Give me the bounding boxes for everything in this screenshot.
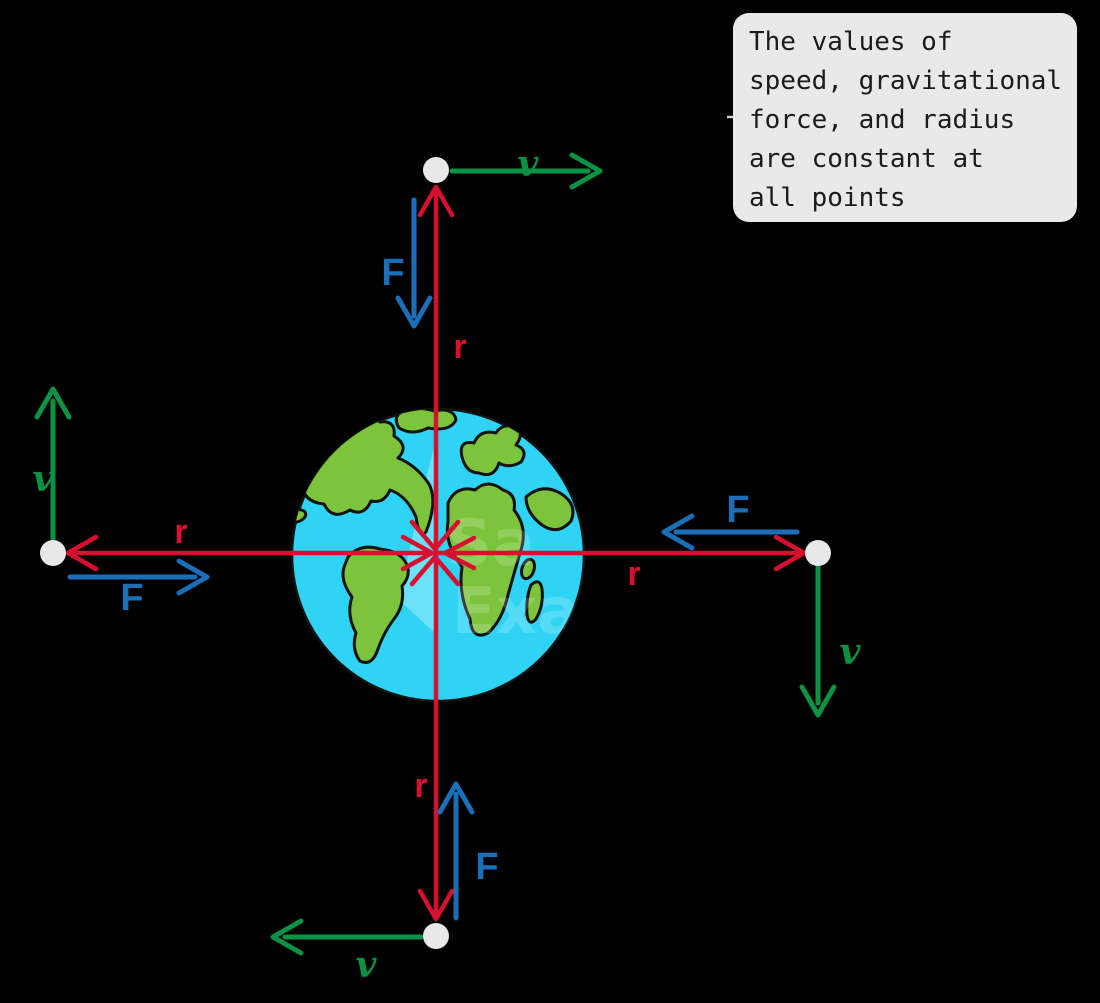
radius-arrowhead-left: [65, 534, 99, 572]
velocity-arrowhead-left: [34, 386, 72, 420]
radius-label-right: r: [627, 555, 640, 593]
velocity-label-top: v: [518, 143, 540, 185]
continent-africa: [445, 482, 525, 637]
watermark-text: Exa: [452, 575, 580, 649]
velocity-label-right: v: [840, 631, 862, 673]
force-label-right: F: [726, 489, 749, 531]
velocity-arrowhead-right: [799, 684, 837, 718]
note-text-line: are constant at: [749, 144, 984, 174]
satellite-bottom: [423, 923, 449, 949]
force-arrowhead-bottom: [437, 781, 475, 815]
note-text-line: speed, gravitational: [749, 66, 1063, 96]
earth: Sa Exa: [290, 407, 586, 703]
note-box: The values of speed, gravitational force…: [733, 13, 1077, 222]
force-label-bottom: F: [475, 846, 498, 888]
force-arrowhead-top: [395, 295, 433, 329]
satellite-left: [40, 540, 66, 566]
force-label-top: F: [381, 252, 404, 294]
satellite-top: [423, 157, 449, 183]
force-label-left: F: [120, 577, 143, 619]
radius-label-top: r: [453, 328, 466, 366]
continent-europe: [459, 424, 526, 477]
center-arrowhead-from-left: [400, 534, 435, 572]
velocity-label-left: v: [33, 458, 55, 500]
radius-labels: r r r r: [174, 328, 640, 805]
radius-vectors: [65, 184, 807, 922]
center-arrowhead-from-bottom: [409, 554, 461, 587]
note-text-line: all points: [749, 183, 906, 213]
note-text-line: The values of: [749, 27, 953, 57]
velocity-vectors: [34, 152, 837, 956]
island-horn: [520, 557, 536, 581]
satellite-right: [805, 540, 831, 566]
velocity-label-bottom: v: [356, 944, 378, 986]
center-arrowhead-from-top: [409, 519, 461, 552]
velocity-arrowhead-bottom: [270, 918, 304, 956]
velocity-arrowhead-top: [569, 152, 603, 190]
radius-label-bottom: r: [414, 767, 427, 805]
island-madagascar: [525, 580, 544, 624]
continent-greenland: [394, 409, 458, 434]
note-text-line: force, and radius: [749, 105, 1016, 135]
force-arrowhead-right: [661, 513, 695, 551]
center-arrowhead-from-right: [442, 535, 477, 571]
satellites: [40, 157, 831, 949]
radius-arrowhead-bottom: [417, 888, 455, 922]
radius-arrowhead-right: [773, 534, 807, 572]
continent-arabia: [524, 487, 575, 532]
force-labels: F F F F: [120, 252, 749, 888]
force-arrowhead-left: [176, 558, 210, 596]
velocity-labels: v v v v: [33, 143, 862, 986]
radius-label-left: r: [174, 513, 187, 551]
radius-arrowhead-top: [417, 184, 455, 218]
earth-continents: [292, 409, 575, 664]
force-vectors: [67, 197, 800, 921]
